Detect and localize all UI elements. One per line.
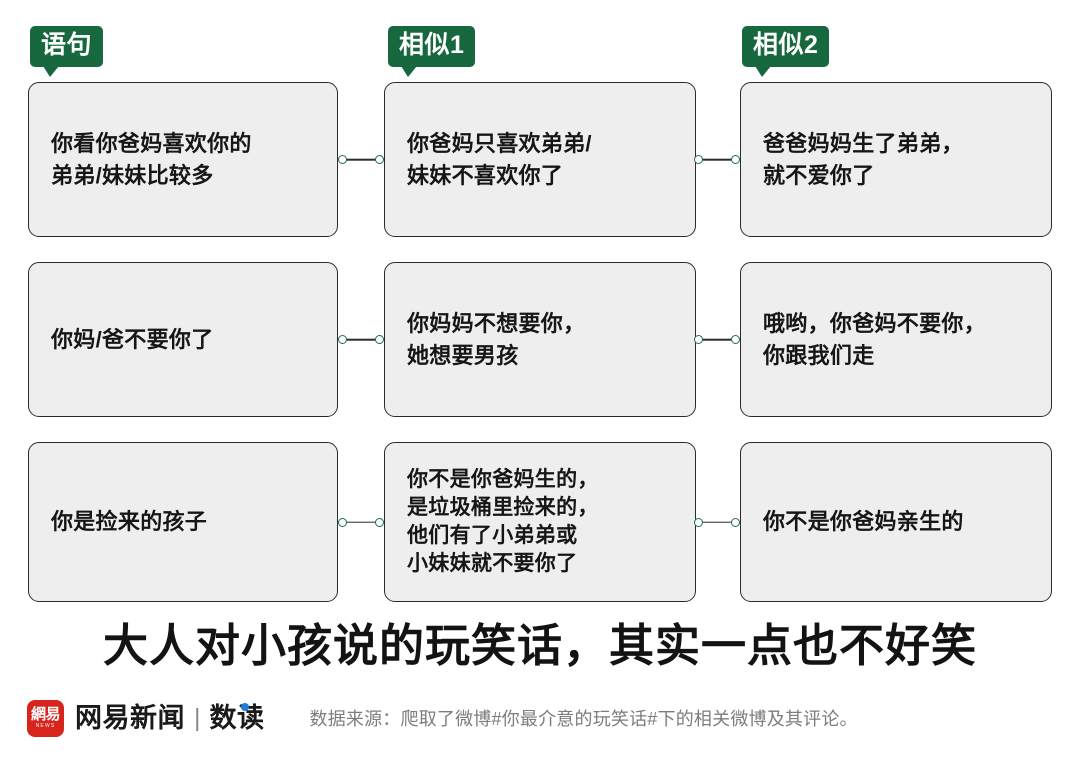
similar2-text: 爸爸妈妈生了弟弟， 就不爱你了 xyxy=(763,131,964,188)
similar2-card: 哦哟，你爸妈不要你， 你跟我们走 xyxy=(740,262,1052,417)
column-tag-similar1: 相似1 xyxy=(388,26,476,77)
column-tags: 语句 相似1 相似2 xyxy=(0,0,1080,77)
similar2-card: 爸爸妈妈生了弟弟， 就不爱你了 xyxy=(740,82,1052,237)
connector-dot-icon xyxy=(731,335,740,344)
similar2-card: 你不是你爸妈亲生的 xyxy=(740,442,1052,602)
connector-similar1-to-similar2 xyxy=(694,516,740,529)
connector-line xyxy=(343,521,379,523)
brand-logo-group: 網易 NEWS 网易新闻 | 数读 xyxy=(27,699,265,737)
page-title: 大人对小孩说的玩笑话，其实一点也不好笑 xyxy=(102,620,977,671)
statement-text: 你看你爸妈喜欢你的 弟弟/妹妹比较多 xyxy=(51,131,252,188)
connector-line xyxy=(699,158,735,161)
netease-logo-icon: 網易 NEWS xyxy=(27,699,64,737)
connector-dot-icon xyxy=(731,155,740,164)
column-tag-statement: 语句 xyxy=(30,26,104,77)
connector-dot-icon xyxy=(694,155,703,164)
connector-dot-icon xyxy=(731,517,740,527)
similar1-card: 你不是你爸妈生的， 是垃圾桶里捡来的， 他们有了小弟弟或 小妹妹就不要你了 xyxy=(384,442,696,602)
connector-line xyxy=(343,158,379,161)
connector-dot-icon xyxy=(338,335,347,344)
comparison-board: 你看你爸妈喜欢你的 弟弟/妹妹比较多 你爸妈只喜欢弟弟/ 妹妹不喜欢你了 爸爸妈… xyxy=(0,82,1080,612)
netease-logo-cn-text: 網易 xyxy=(30,706,61,723)
column-tag-similar2: 相似2 xyxy=(742,26,830,77)
connector-statement-to-similar1 xyxy=(338,153,384,166)
footer: 網易 NEWS 网易新闻 | 数读 数据来源：爬取了微博#你最介意的玩笑话#下的… xyxy=(0,692,1080,744)
connector-line xyxy=(699,338,735,341)
table-row: 你妈/爸不要你了 你妈妈不想要你， 她想要男孩 哦哟，你爸妈不要你， 你跟我们走 xyxy=(0,262,1080,417)
connector-dot-icon xyxy=(694,335,703,344)
connector-statement-to-similar1 xyxy=(338,516,384,529)
similar1-text: 你妈妈不想要你， 她想要男孩 xyxy=(407,311,586,368)
brand-name: 网易新闻 xyxy=(75,702,185,733)
connector-dot-icon xyxy=(338,155,347,164)
connector-statement-to-similar1 xyxy=(338,333,384,346)
statement-text: 你妈/爸不要你了 xyxy=(51,326,214,352)
blue-dot-icon xyxy=(240,702,249,711)
connector-dot-icon xyxy=(375,335,384,344)
data-source-note: 数据来源：爬取了微博#你最介意的玩笑话#下的相关微博及其评论。 xyxy=(309,709,858,729)
brand-subbrand: 数读 xyxy=(209,702,265,733)
table-row: 你看你爸妈喜欢你的 弟弟/妹妹比较多 你爸妈只喜欢弟弟/ 妹妹不喜欢你了 爸爸妈… xyxy=(0,82,1080,237)
connector-dot-icon xyxy=(375,517,384,527)
brand-subbrand-label: 数读 xyxy=(209,702,265,733)
similar1-card: 你妈妈不想要你， 她想要男孩 xyxy=(384,262,696,417)
brand-separator: | xyxy=(194,703,201,732)
similar2-text: 你不是你爸妈亲生的 xyxy=(763,509,964,535)
statement-card: 你是捡来的孩子 xyxy=(28,442,338,602)
similar1-text: 你爸妈只喜欢弟弟/ 妹妹不喜欢你了 xyxy=(407,131,592,188)
connector-similar1-to-similar2 xyxy=(694,153,740,166)
connector-similar1-to-similar2 xyxy=(694,333,740,346)
table-row: 你是捡来的孩子 你不是你爸妈生的， 是垃圾桶里捡来的， 他们有了小弟弟或 小妹妹… xyxy=(0,442,1080,602)
similar2-text: 哦哟，你爸妈不要你， 你跟我们走 xyxy=(763,311,987,368)
connector-dot-icon xyxy=(694,517,703,527)
statement-card: 你妈/爸不要你了 xyxy=(28,262,338,417)
statement-text: 你是捡来的孩子 xyxy=(51,509,208,535)
connector-line xyxy=(343,338,379,341)
connector-dot-icon xyxy=(338,517,347,527)
similar1-card: 你爸妈只喜欢弟弟/ 妹妹不喜欢你了 xyxy=(384,82,696,237)
connector-line xyxy=(699,521,735,523)
similar1-text: 你不是你爸妈生的， 是垃圾桶里捡来的， 他们有了小弟弟或 小妹妹就不要你了 xyxy=(407,468,599,575)
netease-logo-en-text: NEWS xyxy=(35,723,56,729)
connector-dot-icon xyxy=(375,155,384,164)
statement-card: 你看你爸妈喜欢你的 弟弟/妹妹比较多 xyxy=(28,82,338,237)
